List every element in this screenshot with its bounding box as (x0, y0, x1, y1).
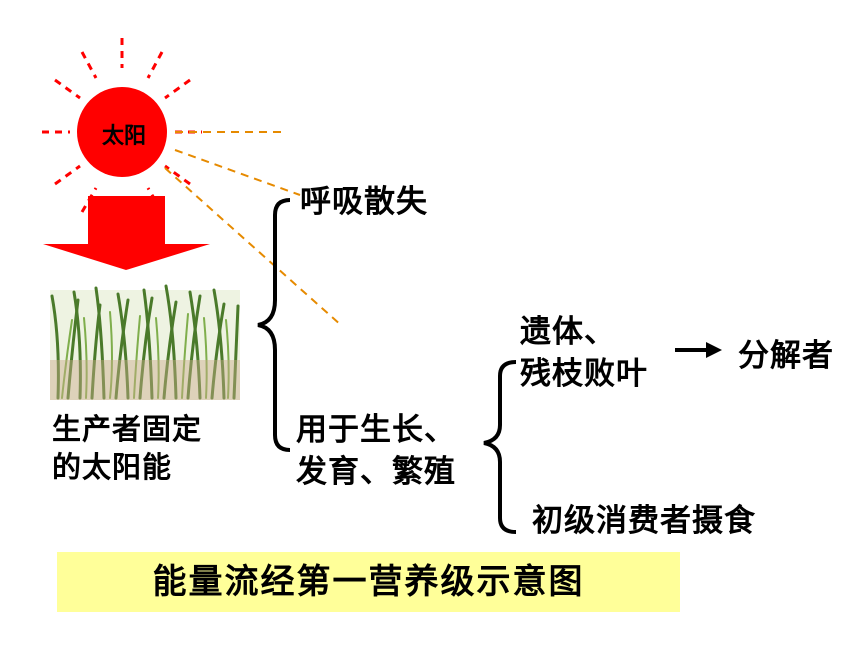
energy-down-arrow (43, 196, 210, 270)
growth-label-line2: 发育、繁殖 (296, 454, 456, 490)
producer-label-line1: 生产者固定 (52, 412, 203, 446)
secondary-brace (483, 360, 517, 534)
remains-label-line1: 遗体、 (520, 314, 616, 350)
sun-icon (77, 87, 167, 177)
respiration-label: 呼吸散失 (300, 184, 428, 220)
sun-label: 太阳 (101, 124, 146, 149)
decomposer-label: 分解者 (738, 338, 834, 374)
remains-label-line2: 残枝败叶 (520, 356, 648, 392)
energy-dashed-lines (164, 131, 343, 327)
diagram-title: 能量流经第一营养级示意图 (152, 562, 585, 602)
consumer-label: 初级消费者摄食 (532, 503, 756, 539)
decomposer-arrow (675, 342, 722, 358)
growth-label-line1: 用于生长、 (296, 412, 456, 448)
producer-label-line2: 的太阳能 (52, 450, 173, 484)
title-banner: 能量流经第一营养级示意图 (57, 552, 680, 612)
grass-icon (50, 284, 240, 400)
main-brace (257, 198, 291, 452)
